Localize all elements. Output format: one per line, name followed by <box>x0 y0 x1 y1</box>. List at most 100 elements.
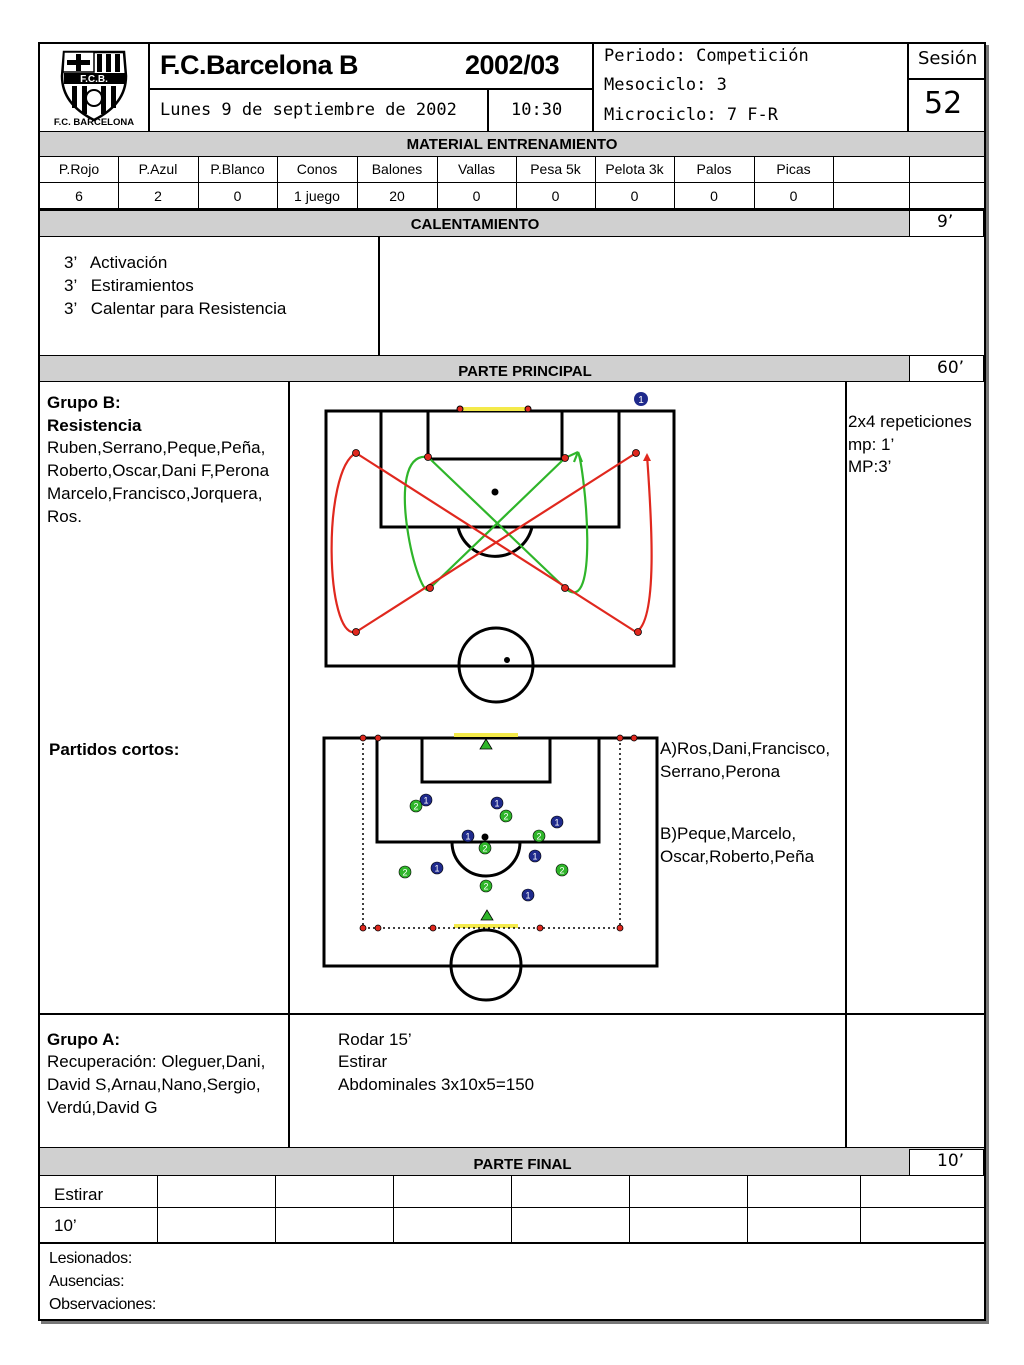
player-marker-number: 1 <box>494 799 499 809</box>
player-marker-number: 1 <box>554 818 559 828</box>
note-line: 2x4 repeticiones <box>848 412 972 431</box>
final-row-2: 10’ <box>54 1216 77 1235</box>
note-line: MP:3’ <box>848 457 892 476</box>
observaciones-label: Observaciones: <box>49 1296 156 1313</box>
grupo-a-player-line: Recuperación: Oleguer,Dani, <box>47 1052 266 1071</box>
season: 2002/03 <box>465 50 560 80</box>
partidos-title: Partidos cortos: <box>49 740 180 759</box>
player-marker: 1 <box>634 392 648 406</box>
principal-title-text: PARTE PRINCIPAL <box>458 363 592 380</box>
calentamiento-item: 3’ Activación <box>64 253 168 272</box>
calentamiento-item: 3’ Calentar para Resistencia <box>64 299 287 318</box>
player-marker: 2 <box>532 829 546 843</box>
material-value-cell: 0 <box>551 188 560 204</box>
player-marker-number: 1 <box>532 852 537 862</box>
final-title-text: PARTE FINAL <box>473 1156 572 1173</box>
player-marker: 2 <box>398 865 412 879</box>
material-header-cell: Pelota 3k <box>605 161 664 177</box>
player-marker-number: 1 <box>638 395 644 406</box>
player-marker: 2 <box>479 879 493 893</box>
principal-duration: 60’ <box>937 358 965 378</box>
team-name: F.C.Barcelona B <box>160 50 359 80</box>
material-header-cell: P.Azul <box>138 161 178 177</box>
note-line: mp: 1’ <box>848 435 895 454</box>
calentamiento-item: 3’ Estiramientos <box>64 276 194 295</box>
grupo-a-task: Rodar 15’ <box>338 1030 412 1049</box>
session-number: 52 <box>924 86 963 121</box>
grupo-a-task: Abdominales 3x10x5=150 <box>338 1075 535 1094</box>
material-header-cell: Balones <box>371 161 423 177</box>
session-date: Lunes 9 de septiembre de 2002 <box>160 100 457 120</box>
grupo-a-title: Grupo A: <box>47 1030 121 1049</box>
grupo-a-player-line: Verdú,David G <box>47 1098 158 1117</box>
final-duration: 10’ <box>937 1151 965 1171</box>
player-marker-number: 2 <box>402 868 407 878</box>
grupo-a-player-line: David S,Arnau,Nano,Sergio, <box>47 1075 261 1094</box>
calentamiento-title: CALENTAMIENTO <box>40 210 984 237</box>
player-marker: 1 <box>550 815 564 829</box>
player-marker: 2 <box>499 809 513 823</box>
material-title: MATERIAL ENTRENAMIENTO <box>40 131 984 157</box>
player-marker: 1 <box>430 861 444 875</box>
mesociclo: Mesociclo: 3 <box>604 75 727 95</box>
grupo-b-subtitle: Resistencia <box>47 416 142 435</box>
material-header-cell: P.Blanco <box>210 161 265 177</box>
lesionados-label: Lesionados: <box>49 1250 132 1267</box>
resistance-drill-diagram: 1 <box>324 392 676 704</box>
material-value-cell: 0 <box>233 188 242 204</box>
club-logo: F.C.B. F.C. BARCELONA <box>42 46 146 128</box>
player-marker-number: 1 <box>434 864 439 874</box>
player-marker: 2 <box>555 863 569 877</box>
material-value-cell: 20 <box>389 188 405 204</box>
grupo-b-player-line: Marcelo,Francisco,Jorquera, <box>47 484 263 503</box>
player-marker-number: 1 <box>525 891 530 901</box>
player-marker-number: 1 <box>423 796 428 806</box>
material-value-cell: 0 <box>789 188 798 204</box>
player-marker-number: 2 <box>559 866 564 876</box>
final-title: PARTE FINAL <box>40 1147 984 1176</box>
player-marker-number: 2 <box>536 832 541 842</box>
material-header-cell: Palos <box>696 161 732 177</box>
material-header-cell: P.Rojo <box>58 161 100 177</box>
calentamiento-duration: 9’ <box>937 212 954 232</box>
player-marker-number: 1 <box>465 832 470 842</box>
team-b-line: Oscar,Roberto,Peña <box>660 847 815 866</box>
material-value-cell: 1 juego <box>294 188 340 204</box>
material-header-cell: Vallas <box>457 161 496 177</box>
player-marker: 1 <box>521 888 535 902</box>
grupo-b-player-line: Ros. <box>47 507 82 526</box>
player-marker-number: 2 <box>483 882 488 892</box>
player-marker: 1 <box>528 849 542 863</box>
player-marker: 1 <box>419 793 433 807</box>
player-marker-number: 2 <box>413 802 418 812</box>
material-value-cell: 2 <box>154 188 162 204</box>
grupo-b-player-line: Ruben,Serrano,Peque,Peña, <box>47 438 266 457</box>
microciclo: Microciclo: 7 F-R <box>604 105 778 125</box>
player-marker-number: 2 <box>503 812 508 822</box>
player-marker: 1 <box>490 796 504 810</box>
player-marker: 1 <box>461 829 475 843</box>
grupo-b-title: Grupo B: <box>47 393 121 412</box>
team-a-line: A)Ros,Dani,Francisco, <box>660 739 831 758</box>
material-header-cell: Pesa 5k <box>530 161 581 177</box>
material-header-cell: Picas <box>776 161 811 177</box>
team-a-line: Serrano,Perona <box>660 762 781 781</box>
ausencias-label: Ausencias: <box>49 1273 125 1290</box>
material-value-cell: 0 <box>630 188 639 204</box>
player-marker: 2 <box>478 841 492 855</box>
periodo: Periodo: Competición <box>604 46 809 66</box>
grupo-b-player-line: Roberto,Oscar,Dani F,Perona <box>47 461 270 480</box>
material-value-cell: 6 <box>75 188 83 204</box>
principal-title: PARTE PRINCIPAL <box>40 355 984 382</box>
session-time: 10:30 <box>511 100 563 120</box>
session-label: Sesión <box>918 48 978 69</box>
material-header-cell: Conos <box>296 161 338 177</box>
crest-monogram: F.C.B. <box>80 74 108 85</box>
crest-caption: F.C. BARCELONA <box>54 117 134 128</box>
crest-icon: F.C.B. F.C. BARCELONA <box>54 50 134 128</box>
calentamiento-title-text: CALENTAMIENTO <box>410 216 540 233</box>
team-b-line: B)Peque,Marcelo, <box>660 824 797 843</box>
player-marker: 2 <box>409 799 423 813</box>
training-sheet <box>38 42 986 1321</box>
material-value-cell: 0 <box>710 188 718 204</box>
